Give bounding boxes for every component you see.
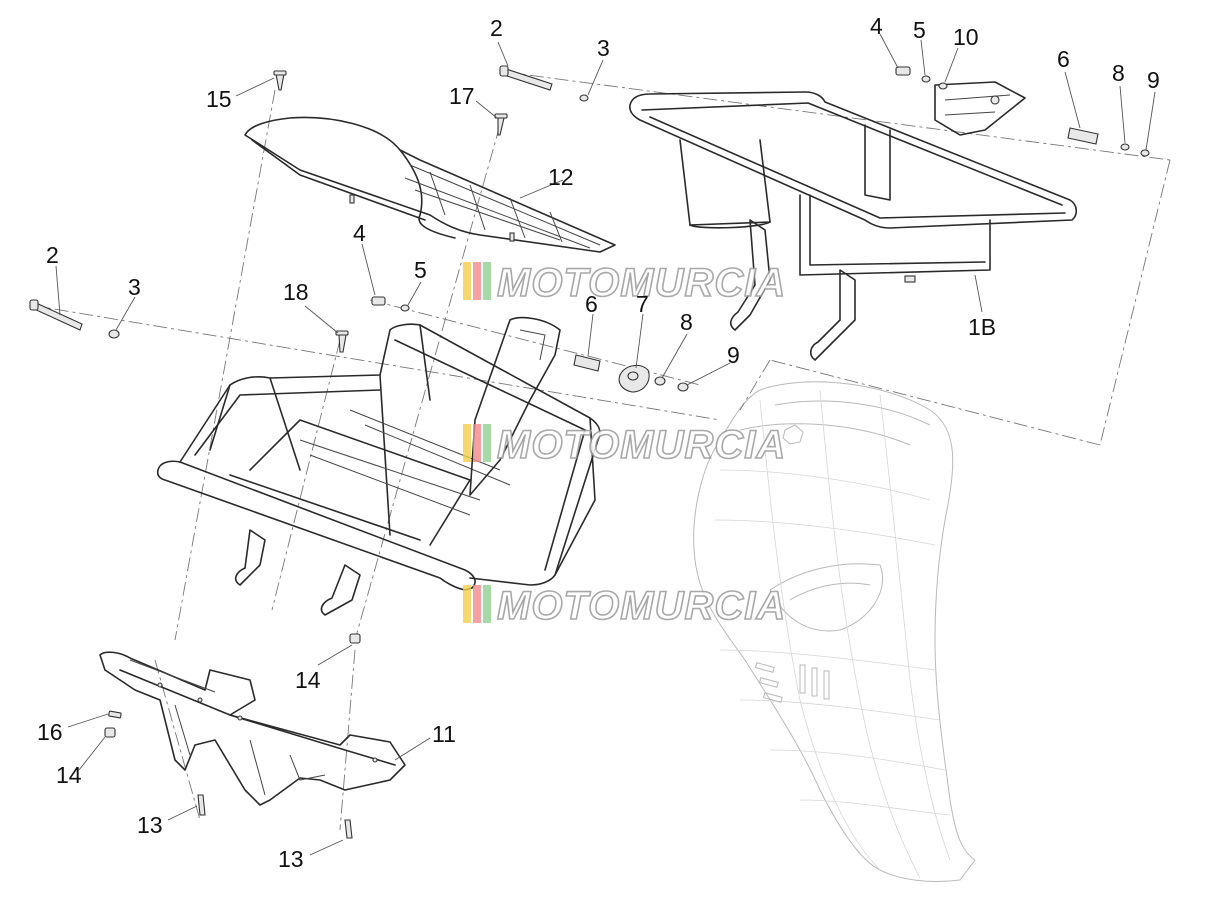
callout-16: 16 — [37, 719, 63, 745]
watermark-stripe — [463, 262, 471, 300]
callout-7: 7 — [636, 291, 649, 317]
callout-4: 4 — [353, 220, 366, 246]
assembly-axes — [29, 71, 1171, 831]
callout-5: 5 — [414, 257, 427, 283]
watermark-stripe — [483, 585, 491, 623]
watermark-stripe — [483, 262, 491, 300]
callout-8: 8 — [680, 309, 693, 335]
front-carrier-basket — [156, 316, 601, 616]
watermark-stripe — [473, 424, 481, 462]
watermark-text: MOTOMURCIA — [497, 584, 786, 628]
watermark-stripe — [463, 424, 471, 462]
callout-9: 9 — [1147, 67, 1160, 93]
callout-3: 3 — [128, 274, 141, 300]
watermark-stripe — [483, 424, 491, 462]
callout-5: 5 — [913, 17, 926, 43]
callout-14: 14 — [56, 762, 82, 788]
watermark-bottom: MOTOMURCIA — [463, 583, 786, 629]
callout-8: 8 — [1112, 60, 1125, 86]
callout-4: 4 — [870, 13, 883, 39]
watermark-text: MOTOMURCIA — [497, 261, 786, 305]
callout-15: 15 — [206, 86, 232, 112]
callout-labels: 2 3 4 5 10 6 8 9 15 17 12 2 3 4 5 18 6 7… — [37, 13, 1160, 872]
scooter-body-outline — [693, 381, 976, 882]
lower-trim-11 — [99, 651, 406, 806]
callout-3: 3 — [597, 35, 610, 61]
watermark-text: MOTOMURCIA — [497, 423, 786, 467]
callout-17: 17 — [449, 83, 475, 109]
fasteners — [29, 65, 1150, 839]
luggage-plate-12 — [244, 116, 616, 253]
callout-6: 6 — [585, 291, 598, 317]
callout-9: 9 — [727, 342, 740, 368]
callout-13: 13 — [137, 812, 163, 838]
watermark-top: MOTOMURCIA — [463, 260, 786, 306]
callout-14: 14 — [295, 667, 321, 693]
watermark-stripe — [463, 585, 471, 623]
watermark-logo: MOTOMURCIA MOTOMURCIA MOTOMURCIA — [463, 260, 786, 629]
leader-lines — [55, 33, 1156, 856]
watermark-stripe — [473, 262, 481, 300]
callout-12: 12 — [548, 164, 574, 190]
callout-1B: 1B — [968, 314, 996, 340]
watermark-middle: MOTOMURCIA — [463, 422, 786, 468]
watermark-stripe — [473, 585, 481, 623]
callout-11: 11 — [432, 721, 456, 747]
callout-18: 18 — [283, 279, 309, 305]
rear-rack-frame-1B — [629, 81, 1078, 361]
callout-13: 13 — [278, 846, 304, 872]
callout-2: 2 — [46, 242, 59, 268]
callout-10: 10 — [953, 24, 979, 50]
callout-2: 2 — [490, 15, 503, 41]
callout-6: 6 — [1057, 46, 1070, 72]
